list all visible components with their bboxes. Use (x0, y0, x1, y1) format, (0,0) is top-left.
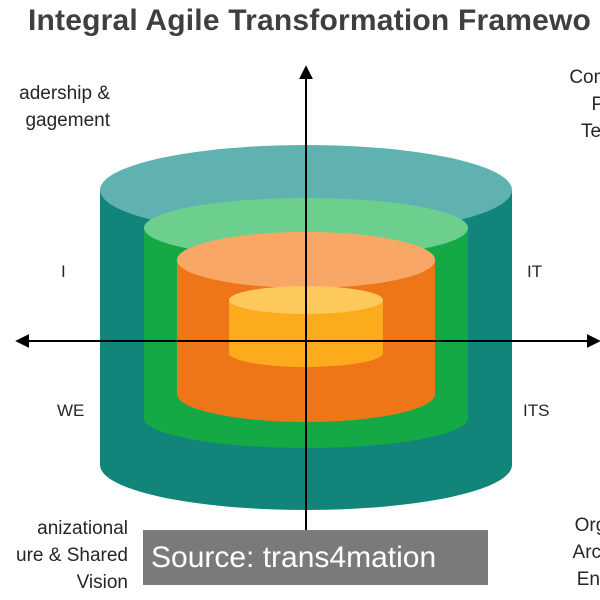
culture-vision-label: anizational ure & Shared Vision (16, 515, 128, 596)
label-line: Organizat (574, 515, 600, 536)
competencies-products-label: Competen Product Technolo (497, 64, 600, 145)
leadership-engagement-label: adership & gagement (19, 80, 110, 134)
label-line: Environm (576, 569, 600, 590)
label-line: Architectu (572, 542, 600, 563)
label-line: anizational (37, 518, 128, 539)
label-line: ure & Shared (16, 545, 128, 566)
quadrant-label-its: ITS (523, 401, 550, 420)
label-line: gagement (25, 110, 110, 131)
quadrant-label-i: I (61, 262, 66, 281)
source-caption: Source: trans4mation (143, 530, 488, 585)
label-line: Competen (569, 67, 600, 88)
architecture-environment-label: Organizat Architectu Environm (497, 512, 600, 593)
label-line: Technolo (580, 121, 600, 142)
page-title: Integral Agile Transformation Framewo (28, 4, 592, 37)
label-line: adership & (19, 83, 110, 104)
label-line: Product (591, 94, 600, 115)
quadrant-label-it: IT (527, 262, 543, 281)
label-line: Vision (76, 572, 128, 593)
quadrant-label-we: WE (57, 401, 85, 420)
